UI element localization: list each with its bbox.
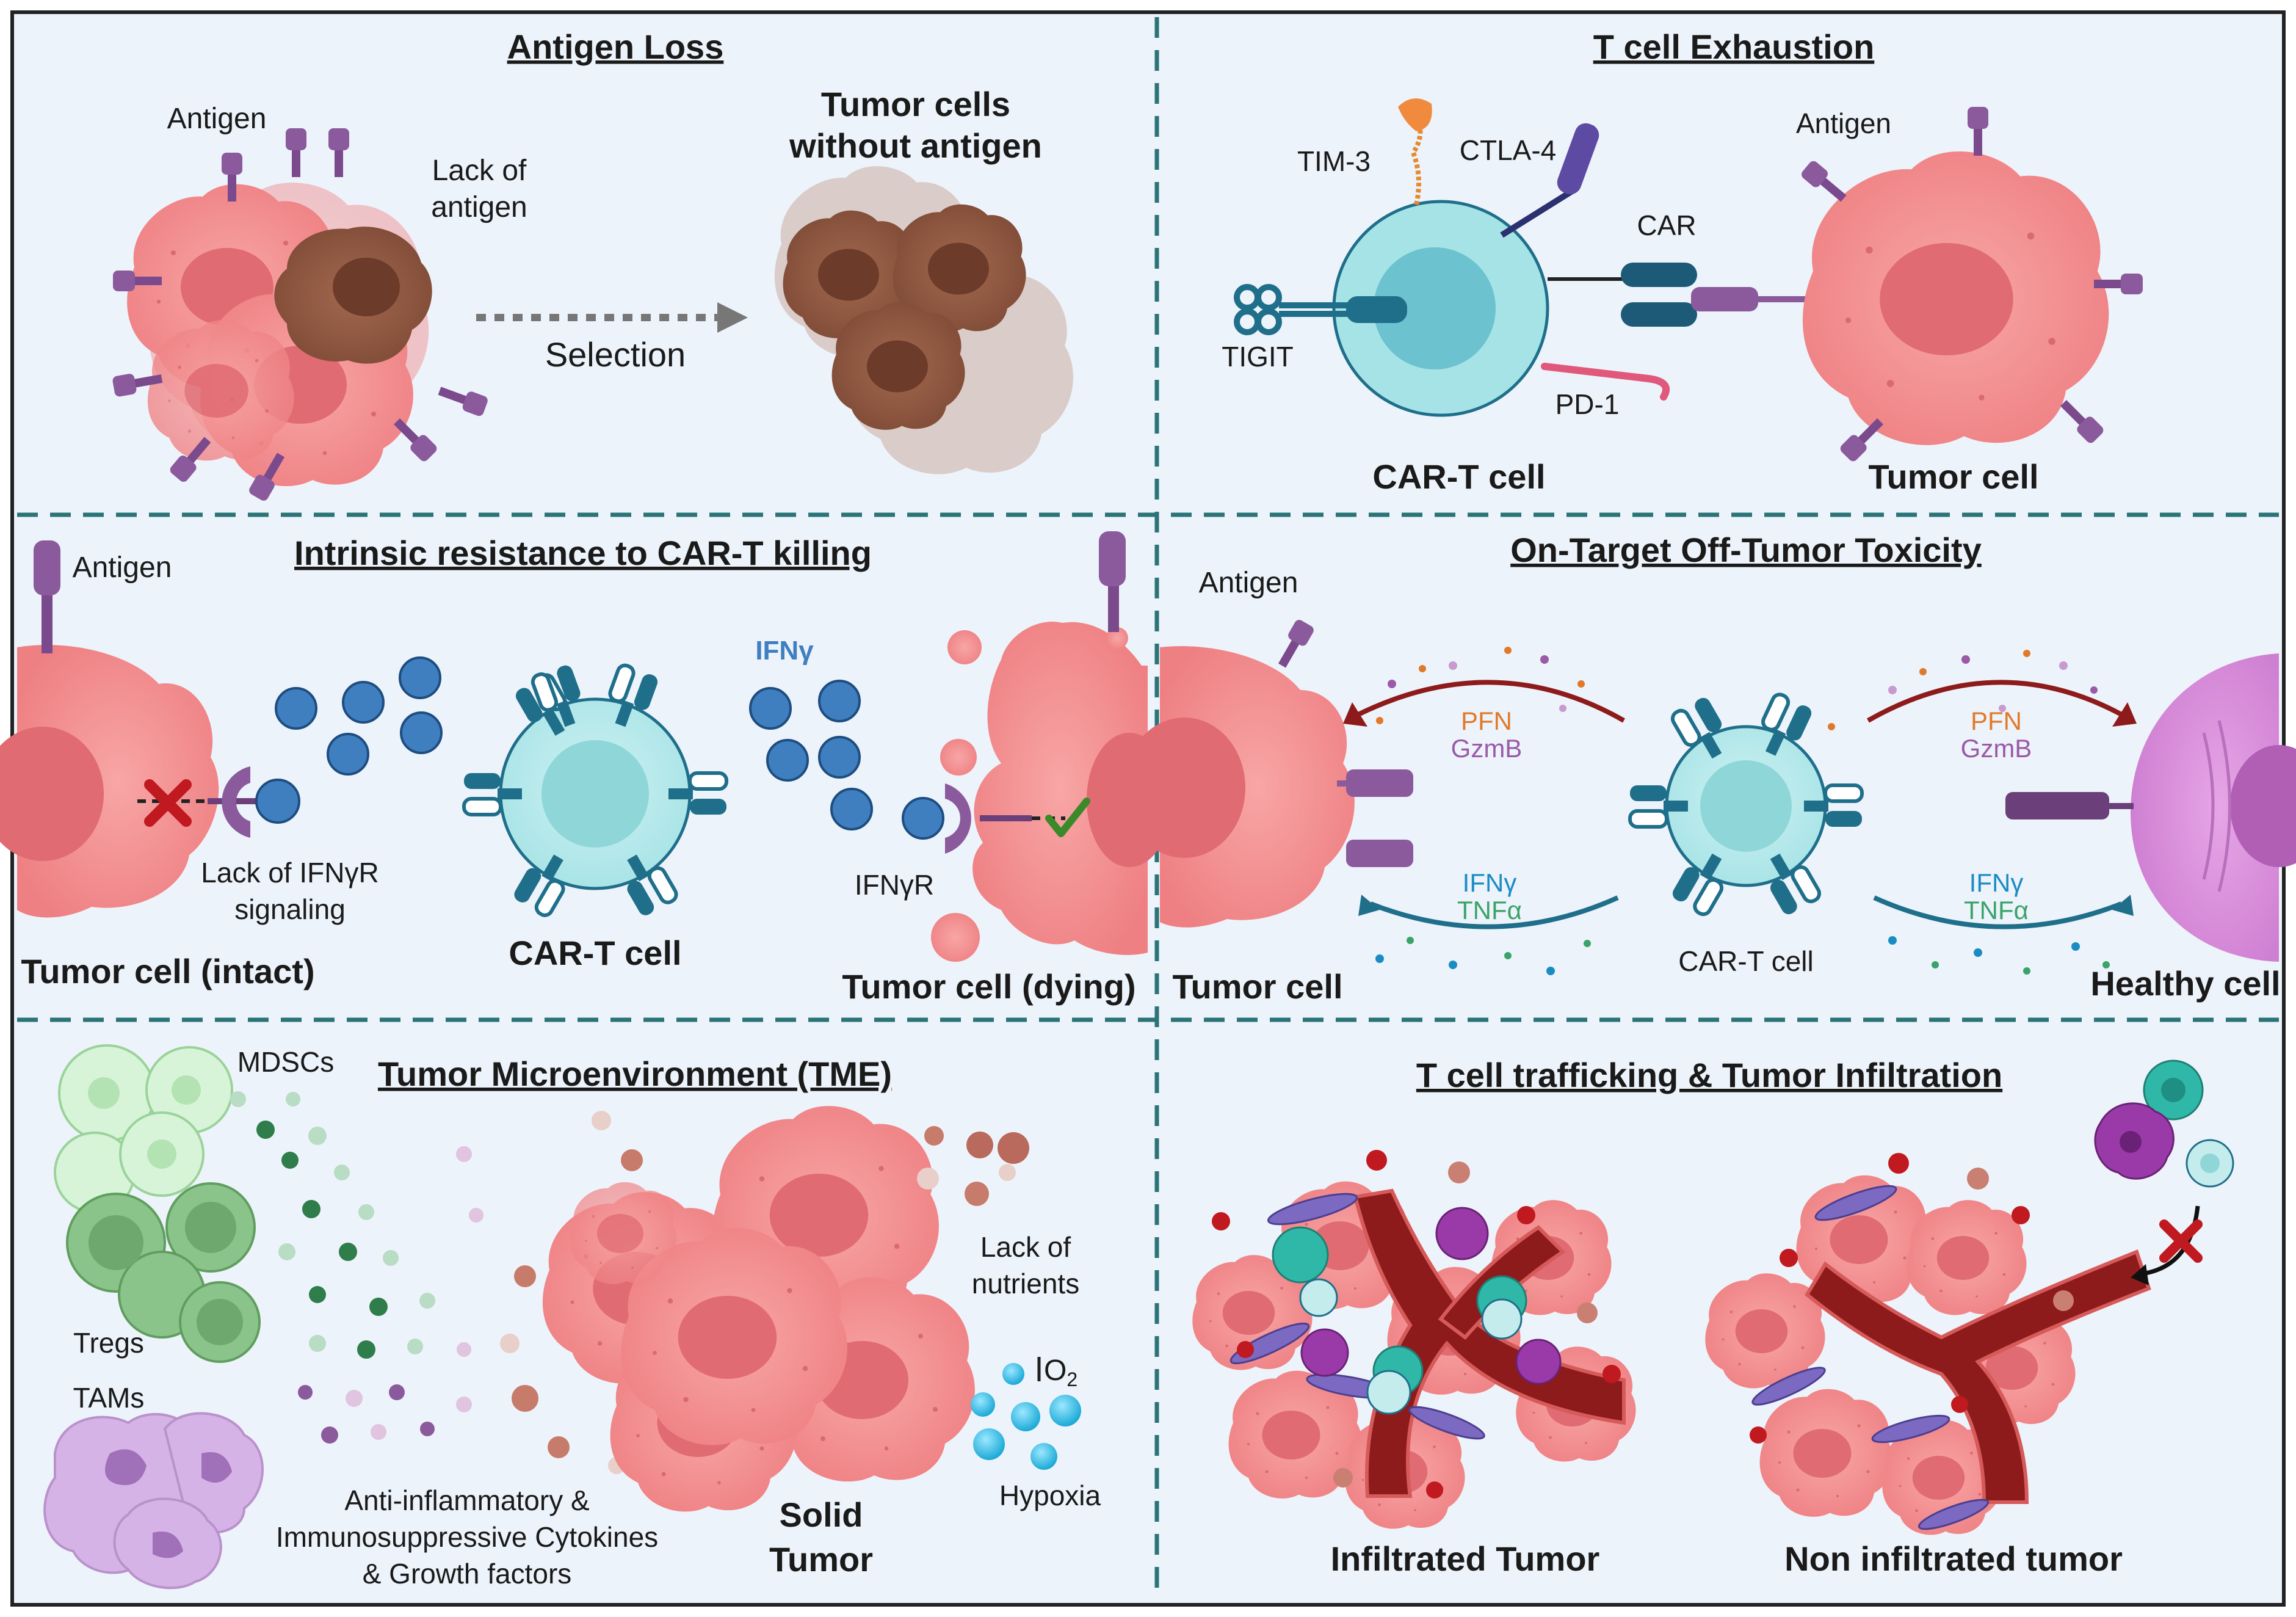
- ctla4-receptor: [1500, 123, 1599, 238]
- cytokines-label-1: Anti-inflammatory &: [344, 1484, 589, 1516]
- cart-cell-label: CAR-T cell: [509, 934, 681, 972]
- cytokine-arrow-to-healthy: [1873, 895, 2134, 929]
- pfn-label-right: PFN: [1971, 707, 2022, 735]
- cross-icon: [2159, 1219, 2203, 1263]
- panel-title: Antigen Loss: [507, 27, 724, 66]
- panel-title: On-Target Off-Tumor Toxicity: [1510, 531, 1982, 569]
- panel-t-cell-exhaustion: T cell Exhaustion TIM-3 CTLA-4 Antigen C…: [1222, 27, 2143, 496]
- lack-of-antigen-label-1: Lack of: [432, 154, 527, 187]
- tnfa-label-left: TNFα: [1457, 896, 1522, 925]
- non-infiltrated-tumor-label: Non infiltrated tumor: [1784, 1539, 2123, 1578]
- ifng-label-left: IFNγ: [1463, 868, 1517, 897]
- antigen-negative-cluster: [774, 166, 1073, 474]
- tregs-label: Tregs: [73, 1327, 144, 1359]
- pfn-label-left: PFN: [1461, 707, 1512, 735]
- non-infiltrated-tumor: [1705, 1153, 2151, 1535]
- nutrients-label-1: Lack of: [980, 1231, 1071, 1263]
- selection-arrow: [476, 302, 748, 333]
- tnfa-label-right: TNFα: [1964, 896, 2029, 925]
- ifng-label: IFNγ: [755, 636, 814, 666]
- oxygen-bubbles: [971, 1363, 1081, 1470]
- infiltrated-tumor: [1192, 1150, 1636, 1529]
- lack-ifngr-label-1: Lack of IFNγR: [201, 857, 378, 888]
- cytokine-dots: [1375, 936, 2110, 975]
- panel-intrinsic-resistance: Intrinsic resistance to CAR-T killing An…: [0, 531, 1172, 1006]
- killing-arrow-to-tumor: [1343, 680, 1625, 727]
- lack-ifngr-label-2: signaling: [234, 893, 346, 925]
- mdsc-cells: [54, 1044, 233, 1213]
- gzmb-label-right: GzmB: [1961, 734, 2032, 763]
- antigen-label: Antigen: [167, 103, 267, 135]
- granzyme-dots: [1376, 647, 2098, 730]
- tumor-dying-label: Tumor cell (dying): [842, 967, 1135, 1006]
- panel-antigen-loss: Antigen Loss Antigen Lack of antigen Sel…: [112, 27, 1073, 503]
- infiltrated-tumor-label: Infiltrated Tumor: [1331, 1539, 1600, 1578]
- lack-of-antigen-label-2: antigen: [431, 191, 527, 223]
- gzmb-label-left: GzmB: [1451, 734, 1523, 763]
- cart-cell-label: CAR-T cell: [1678, 945, 1814, 977]
- offtumor-tumor-cell: [1123, 618, 1413, 928]
- tumor-cell-label: Tumor cell: [1868, 457, 2038, 496]
- intrinsic-cart-cell: [464, 663, 726, 918]
- panel-title: T cell Exhaustion: [1593, 27, 1875, 66]
- cytokine-arrow-to-tumor: [1358, 895, 1619, 929]
- mixed-tumor-cluster: [127, 183, 432, 487]
- panel-on-target-off-tumor: On-Target Off-Tumor Toxicity Antigen PFN…: [1123, 531, 2296, 1006]
- antigen-label: Antigen: [1199, 567, 1298, 599]
- solid-tumor-label-1: Solid: [780, 1495, 863, 1534]
- mdscs-label: MDSCs: [237, 1046, 334, 1078]
- cart-cell-label: CAR-T cell: [1372, 457, 1545, 496]
- cross-icon: [144, 779, 192, 827]
- exhausted-cart-cell: [1332, 200, 1549, 417]
- tams-label: TAMs: [73, 1382, 145, 1414]
- oxygen-label: O2: [1044, 1354, 1077, 1390]
- nutrients-label-2: nutrients: [972, 1268, 1079, 1299]
- without-antigen-label-2: without antigen: [789, 126, 1042, 165]
- pd1-label: PD-1: [1555, 388, 1620, 420]
- nutrient-particles: [917, 1126, 1029, 1206]
- tigit-receptor: [1234, 284, 1407, 335]
- healthy-cell-label: Healthy cell: [2090, 964, 2280, 1003]
- intact-tumor-cell: [0, 540, 219, 918]
- solid-tumor-label-2: Tumor: [769, 1540, 873, 1579]
- blocked-entry-arrow: [2131, 1205, 2200, 1285]
- tam-cells: [43, 1412, 264, 1590]
- cytokines-label-2: Immunosuppressive Cytokines: [276, 1521, 658, 1553]
- car-label: CAR: [1637, 209, 1696, 241]
- car-antigen-synapse: [1548, 263, 1825, 327]
- tumor-cell-label: Tumor cell: [1172, 967, 1342, 1006]
- tim3-label: TIM-3: [1297, 145, 1371, 177]
- ifngr-label: IFNγR: [855, 869, 934, 901]
- panel-title: Intrinsic resistance to CAR-T killing: [294, 534, 872, 572]
- check-icon: [1045, 798, 1090, 837]
- antigen-label: Antigen: [73, 551, 172, 584]
- panel-t-cell-trafficking: T cell trafficking & Tumor Infiltration …: [1192, 1056, 2234, 1578]
- killing-arrow-to-healthy: [1867, 680, 2137, 727]
- ifng-molecules-left: [275, 656, 443, 776]
- panel-title: Tumor Microenvironment (TME): [378, 1055, 892, 1093]
- cytokines-label-3: & Growth factors: [363, 1558, 572, 1590]
- panel-title: T cell trafficking & Tumor Infiltration: [1416, 1056, 2002, 1094]
- tigit-label: TIGIT: [1222, 341, 1294, 372]
- pd1-receptor: [1541, 363, 1670, 401]
- ifng-molecules-right: [749, 680, 873, 830]
- offtumor-cart-cell: [1630, 692, 1862, 917]
- ctla4-label: CTLA-4: [1460, 134, 1556, 166]
- cytokine-particles: [230, 1091, 643, 1474]
- antigen-label: Antigen: [1796, 107, 1891, 139]
- healthy-cell: [2005, 653, 2296, 962]
- panel-tumor-microenvironment: Tumor Microenvironment (TME) MDSCs Tregs…: [43, 1044, 1101, 1590]
- tim3-receptor: [1398, 98, 1432, 205]
- ifng-label-right: IFNγ: [1969, 868, 2024, 897]
- broken-ifngr-signaling: [137, 766, 300, 838]
- without-antigen-label-1: Tumor cells: [821, 85, 1010, 123]
- blocked-t-cells: [2094, 1059, 2234, 1188]
- hypoxia-label: Hypoxia: [999, 1480, 1101, 1511]
- tumor-intact-label: Tumor cell (intact): [21, 952, 314, 990]
- selection-label: Selection: [545, 335, 686, 374]
- treg-cells: [66, 1182, 261, 1363]
